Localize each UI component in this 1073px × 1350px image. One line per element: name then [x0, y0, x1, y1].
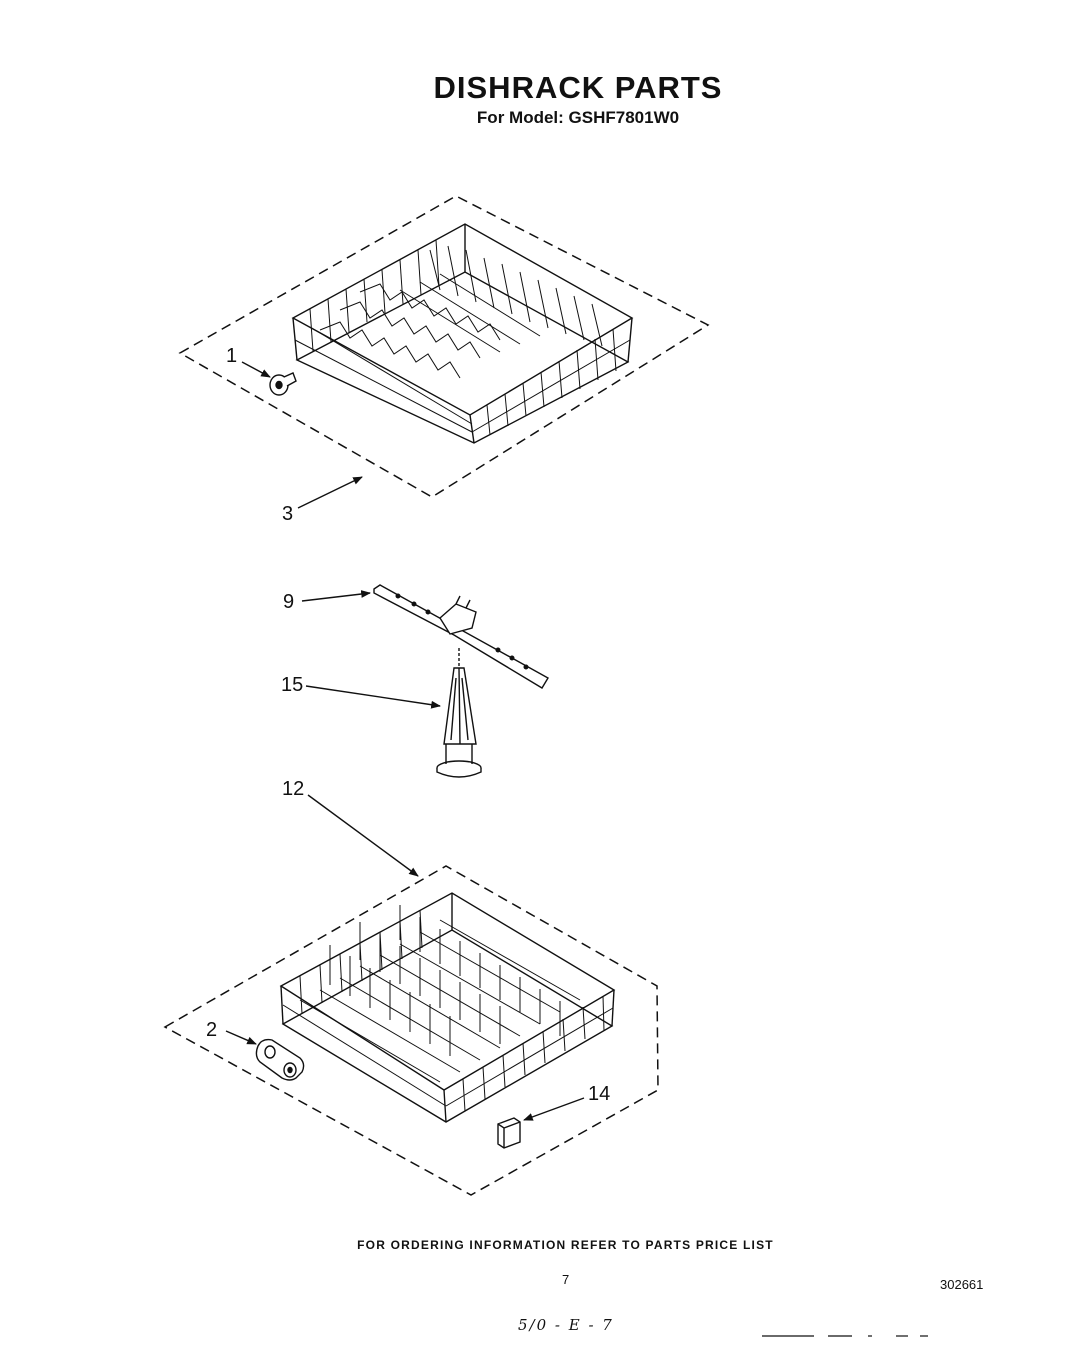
callout-15: 15 — [281, 674, 304, 696]
part-1-roller — [269, 372, 297, 396]
upper-rack — [291, 223, 634, 444]
model-subtitle: For Model: GSHF7801W0 — [476, 108, 680, 127]
part-15-spray-tower — [436, 648, 482, 778]
callout-1: 1 — [226, 345, 238, 367]
callout-2: 2 — [206, 1019, 218, 1041]
leader-line-9 — [301, 590, 371, 602]
callout-3: 3 — [282, 503, 294, 525]
leader-line-15 — [305, 685, 441, 709]
leader-line-3 — [297, 476, 363, 509]
document-number: 302661 — [940, 1277, 984, 1292]
callout-14: 14 — [588, 1083, 611, 1105]
handwritten-annotation: 5/0 - E - 7 — [518, 1316, 614, 1334]
part-2-roller-assembly — [255, 1038, 305, 1081]
leader-line-1 — [241, 361, 271, 378]
page-title: DISHRACK PARTS — [433, 70, 723, 105]
part-9-spray-arm — [373, 584, 549, 689]
page-number: 7 — [562, 1272, 570, 1287]
leader-line-2 — [225, 1030, 257, 1045]
leader-line-12 — [307, 794, 419, 877]
upper-rack-outline — [178, 195, 710, 498]
leader-line-14 — [523, 1097, 585, 1121]
callout-9: 9 — [283, 591, 295, 613]
part-14-clip — [497, 1117, 521, 1149]
ordering-information-note: FOR ORDERING INFORMATION REFER TO PARTS … — [357, 1238, 774, 1252]
callout-12: 12 — [282, 778, 305, 800]
lower-rack — [279, 892, 616, 1123]
